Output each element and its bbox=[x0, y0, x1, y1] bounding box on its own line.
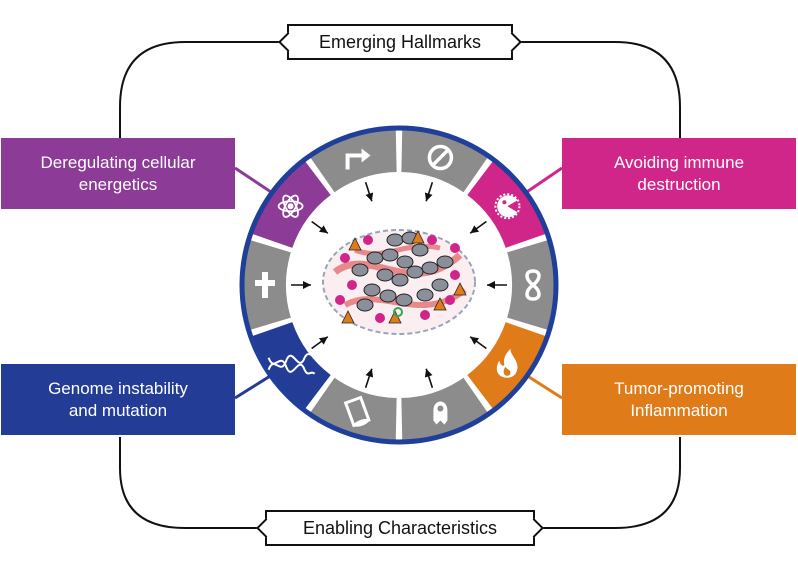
inward-arrow bbox=[424, 368, 434, 388]
stem-cell bbox=[393, 307, 403, 317]
cancer-cell bbox=[379, 289, 397, 303]
inward-arrows bbox=[291, 182, 507, 388]
ring-segment bbox=[252, 322, 331, 409]
box-inflammation-line2: Inflammation bbox=[630, 400, 728, 420]
inward-arrow bbox=[311, 220, 329, 234]
growth-suppressor-evasion-icon bbox=[427, 144, 454, 171]
cancer-cell bbox=[363, 283, 381, 297]
emerging-hallmarks-text: Emerging Hallmarks bbox=[318, 31, 482, 52]
resisting-cell-death-cross-icon bbox=[255, 272, 275, 298]
fibroblast-cell bbox=[341, 310, 355, 324]
flame-inflammation-icon bbox=[496, 348, 518, 378]
immune-cell bbox=[363, 235, 373, 245]
cancer-cell bbox=[421, 261, 439, 275]
cancer-cell bbox=[436, 255, 454, 269]
enabling-characteristics-text: Enabling Characteristics bbox=[302, 517, 498, 538]
inward-arrow bbox=[469, 220, 487, 234]
infinity-replicative-immortality-icon bbox=[525, 269, 541, 301]
box-genome-line2: and mutation bbox=[68, 400, 168, 420]
fibroblast-cell bbox=[348, 237, 362, 251]
inward-arrow bbox=[291, 281, 311, 289]
angiogenesis-vessel-icon bbox=[343, 395, 371, 428]
immune-pacman-icon bbox=[494, 193, 521, 220]
immune-cell bbox=[427, 235, 437, 245]
cancer-cell bbox=[366, 251, 384, 265]
immune-cell bbox=[375, 313, 385, 323]
box-tumor-promoting-inflammation: Tumor-promoting Inflammation bbox=[562, 364, 796, 435]
cancer-cell bbox=[395, 293, 413, 307]
enabling-characteristics-label: Enabling Characteristics bbox=[265, 510, 535, 546]
emerging-hallmarks-label: Emerging Hallmarks bbox=[287, 24, 513, 60]
fibroblast-cell bbox=[411, 230, 425, 244]
box-energetics-line1: Deregulating cellular bbox=[40, 152, 196, 172]
segment-icons bbox=[255, 144, 541, 428]
box-inflammation-line1: Tumor-promoting bbox=[614, 378, 744, 398]
fibroblast-cell bbox=[453, 282, 467, 296]
cancer-cell bbox=[391, 273, 409, 287]
cancer-cell bbox=[411, 243, 429, 257]
metastasis-cell-icon bbox=[433, 401, 448, 425]
cancer-cell bbox=[381, 248, 399, 262]
immune-cell bbox=[450, 243, 460, 253]
immune-cell bbox=[335, 295, 345, 305]
cancer-cell bbox=[386, 233, 404, 247]
immune-cell bbox=[445, 295, 455, 305]
box-immune-line1: Avoiding immune bbox=[613, 152, 745, 172]
cancer-cell bbox=[416, 288, 434, 302]
box-avoiding-immune-destruction: Avoiding immune destruction bbox=[562, 138, 796, 209]
immune-cell bbox=[340, 253, 350, 263]
cancer-cell bbox=[396, 255, 414, 269]
immune-cell bbox=[450, 270, 460, 280]
dna-helix-icon bbox=[267, 352, 316, 375]
tumor-illustration bbox=[322, 229, 476, 335]
connector-frame bbox=[515, 41, 681, 140]
tumor-cells bbox=[335, 230, 467, 324]
fibroblast-cell bbox=[433, 297, 447, 311]
inward-arrow bbox=[424, 182, 434, 202]
ring-outer-border bbox=[239, 125, 559, 445]
inward-arrow bbox=[311, 336, 329, 350]
immune-cell bbox=[420, 310, 430, 320]
immune-cell bbox=[347, 280, 357, 290]
inward-arrow bbox=[487, 281, 507, 289]
connector-frame bbox=[119, 437, 263, 529]
cancer-cell bbox=[431, 278, 449, 292]
box-deregulating-energetics: Deregulating cellular energetics bbox=[1, 138, 235, 209]
cancer-cell bbox=[406, 265, 424, 279]
box-genome-line1: Genome instability bbox=[48, 378, 188, 398]
box-genome-instability: Genome instability and mutation bbox=[1, 364, 235, 435]
inward-arrow bbox=[364, 368, 374, 388]
connector-frame bbox=[537, 437, 681, 529]
box-energetics-line2: energetics bbox=[78, 174, 158, 194]
cancer-cell bbox=[351, 263, 369, 277]
atom-energetics-icon bbox=[277, 194, 304, 218]
inward-arrow bbox=[364, 182, 374, 202]
box-immune-line2: destruction bbox=[637, 174, 721, 194]
inward-arrow bbox=[469, 336, 487, 350]
proliferative-signaling-arrow-icon bbox=[345, 148, 371, 170]
connector-frame bbox=[119, 41, 285, 140]
cancer-cell bbox=[376, 268, 394, 282]
cancer-cell bbox=[356, 298, 374, 312]
